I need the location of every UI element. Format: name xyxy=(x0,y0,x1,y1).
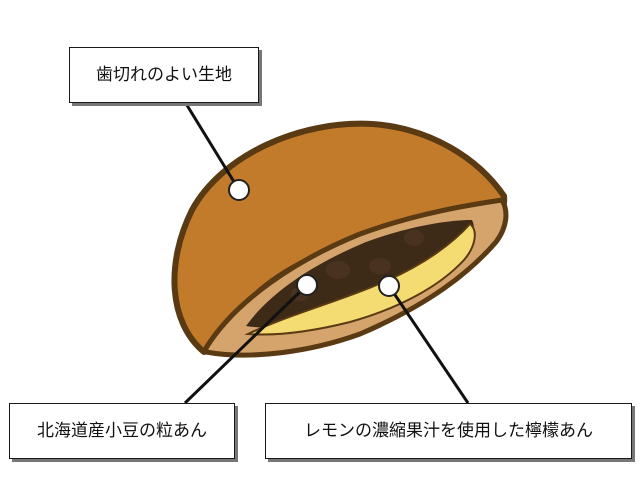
lemon-label-text: レモンの濃縮果汁を使用した檸檬あん xyxy=(304,420,593,441)
bean xyxy=(326,261,350,279)
lemon-layer xyxy=(244,222,476,336)
red-bean-label-text: 北海道産小豆の粒あん xyxy=(37,420,207,441)
leader-line-crust xyxy=(183,101,241,191)
bean xyxy=(369,258,391,274)
leader-line-red-bean xyxy=(183,284,308,405)
red-bean-layer xyxy=(246,220,474,328)
lemon-label: レモンの濃縮果汁を使用した檸檬あん xyxy=(265,403,632,459)
marker-dot-red-bean xyxy=(296,274,318,296)
marker-dot-crust xyxy=(228,179,250,201)
red-bean-label: 北海道産小豆の粒あん xyxy=(9,403,235,459)
marker-dot-lemon xyxy=(378,275,400,297)
crust-label: 歯切れのよい生地 xyxy=(69,47,259,103)
crust-label-text: 歯切れのよい生地 xyxy=(96,64,232,85)
bean xyxy=(404,230,424,246)
leader-line-lemon xyxy=(387,285,470,404)
